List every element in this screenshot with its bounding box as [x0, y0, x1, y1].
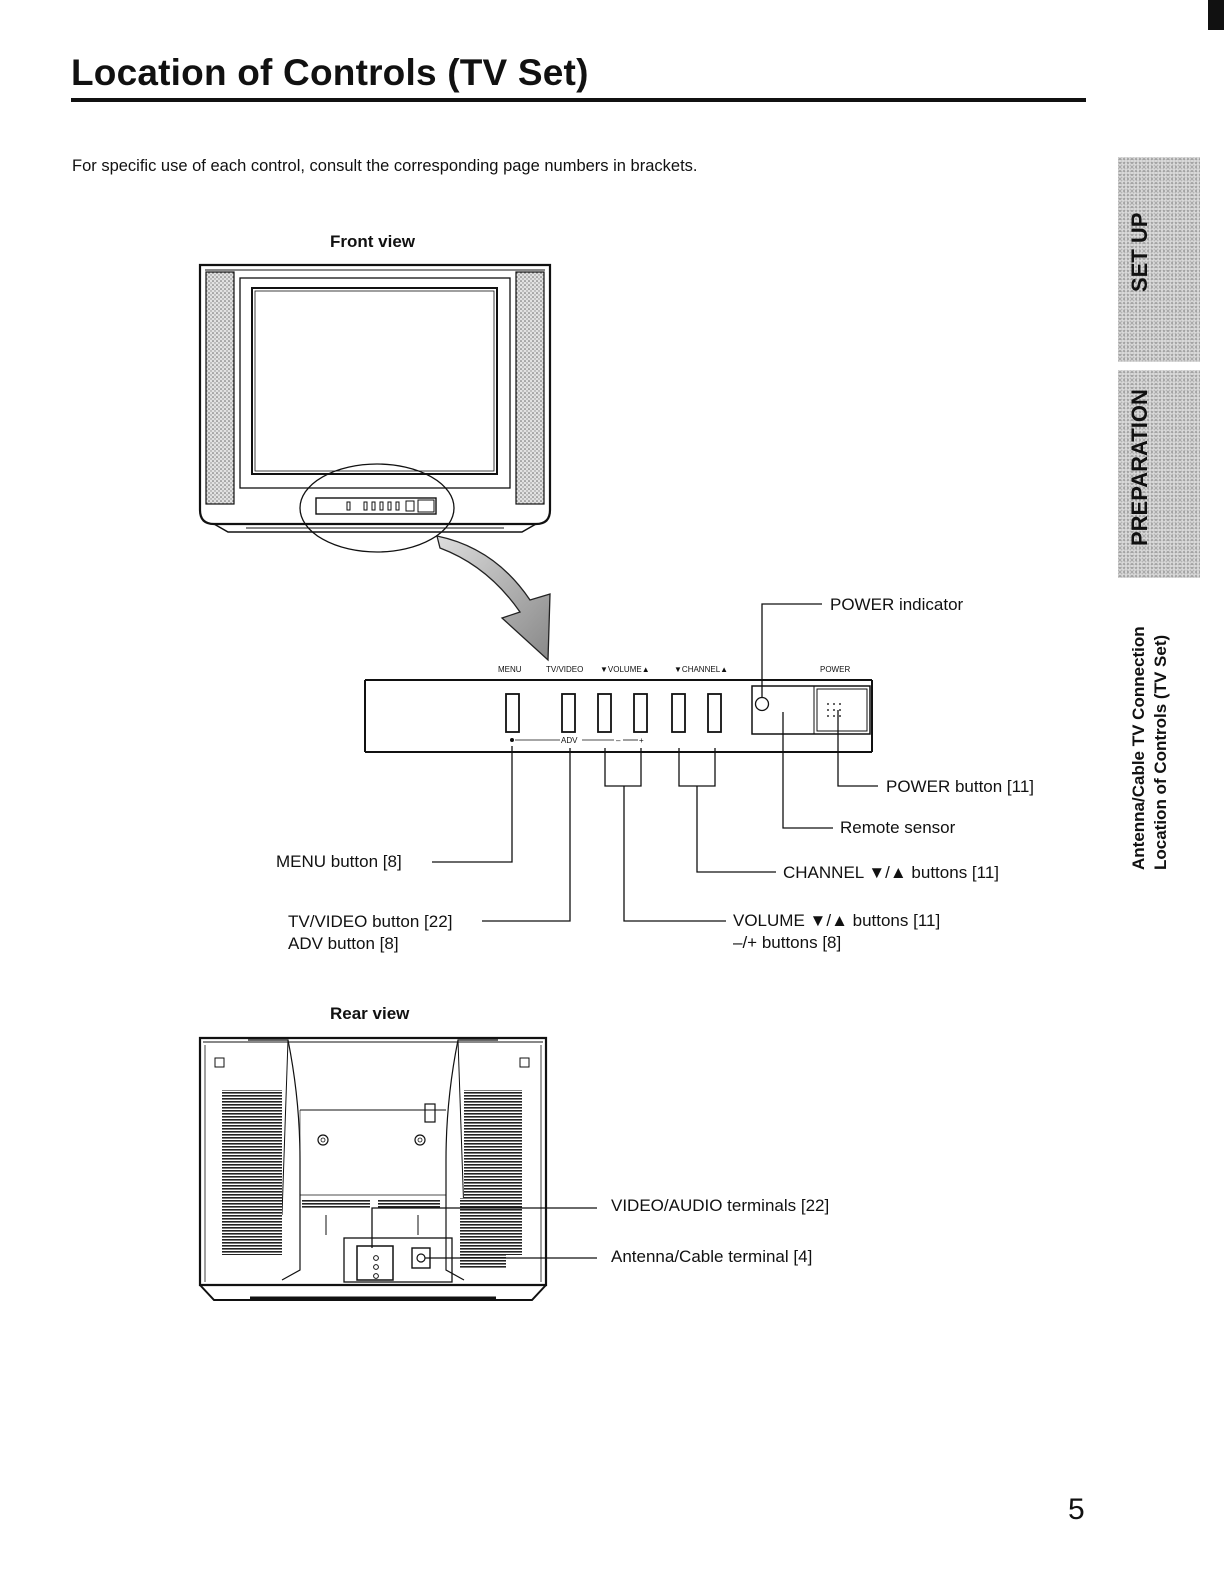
tv-front-illustration	[198, 263, 552, 553]
callout-volume-buttons: VOLUME ▼/▲ buttons [11]	[733, 911, 941, 930]
callout-video-audio-terminals: VIDEO/AUDIO terminals [22]	[611, 1196, 830, 1215]
video-audio-terminal-block	[356, 1245, 394, 1281]
callout-power-indicator: POWER indicator	[830, 595, 964, 614]
title-rule	[71, 98, 1086, 102]
rear-leader-lines	[371, 1207, 597, 1259]
panel-tvvideo-key	[561, 693, 576, 733]
page-title: Location of Controls (TV Set)	[71, 52, 589, 93]
rear-view-label: Rear view	[330, 1004, 410, 1023]
callout-antenna-terminal: Antenna/Cable terminal [4]	[611, 1247, 813, 1266]
callout-channel-buttons: CHANNEL ▼/▲ buttons [11]	[783, 863, 1000, 882]
panel-power-indicator	[754, 696, 770, 712]
tab-setup	[1118, 157, 1200, 362]
panel-label-channel: ▼CHANNEL▲	[674, 665, 728, 674]
front-view-label: Front view	[330, 232, 416, 251]
callout-remote-sensor: Remote sensor	[840, 818, 956, 837]
panel-volume-up-key	[633, 693, 648, 733]
panel-menu-key	[505, 693, 520, 733]
panel-channel-down-key	[671, 693, 686, 733]
page-number: 5	[1068, 1493, 1085, 1526]
panel-label-plus: +	[639, 736, 644, 745]
panel-label-menu: MENU	[498, 665, 522, 674]
tv-rear-illustration	[198, 1036, 548, 1301]
corner-registration-mark	[1208, 0, 1224, 30]
panel-labels: MENU TV/VIDEO ▼VOLUME▲ ▼CHANNEL▲ POWER A…	[498, 665, 850, 745]
panel-label-tvvideo: TV/VIDEO	[546, 665, 583, 674]
panel-power-button-dots	[827, 703, 841, 717]
front-leader-lines	[432, 603, 878, 922]
control-panel	[364, 679, 873, 753]
panel-volume-down-key	[597, 693, 612, 733]
callout-menu-button: MENU button [8]	[276, 852, 402, 871]
panel-label-power: POWER	[820, 665, 850, 674]
panel-label-adv: ADV	[561, 736, 578, 745]
panel-label-volume: ▼VOLUME▲	[600, 665, 650, 674]
callout-minus-plus-buttons: –/+ buttons [8]	[733, 933, 842, 952]
callout-adv-button: ADV button [8]	[288, 934, 399, 953]
panel-label-minus: –	[616, 736, 621, 745]
zoom-arrow	[436, 535, 551, 662]
callout-tvvideo-button: TV/VIDEO button [22]	[288, 912, 453, 931]
callout-power-button: POWER button [11]	[886, 777, 1035, 796]
intro-text: For specific use of each control, consul…	[72, 157, 698, 175]
panel-channel-up-key	[707, 693, 722, 733]
tab-preparation	[1118, 370, 1200, 578]
